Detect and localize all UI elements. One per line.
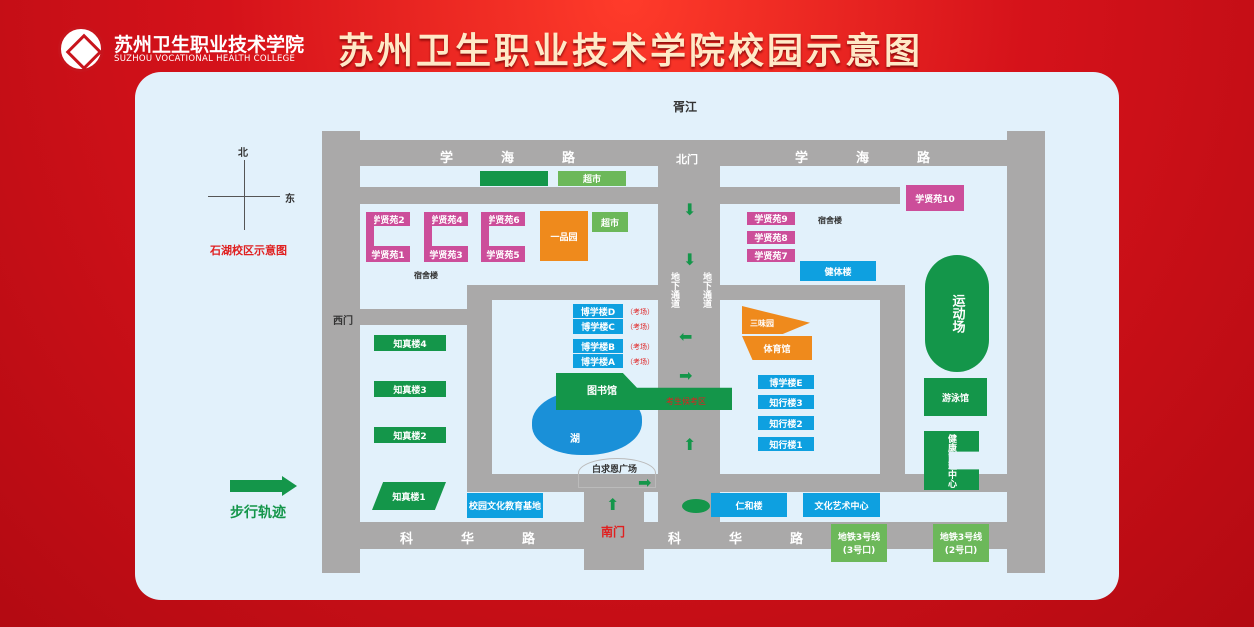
road-label-kehua-right: 科华路	[668, 532, 803, 547]
dorm-connector	[481, 212, 489, 262]
underpass-right: 地下通道	[701, 272, 711, 308]
road-west-branch	[360, 309, 470, 325]
compass-east: 东	[285, 194, 295, 205]
culture-base[interactable]: 校园文化教育基地	[467, 493, 543, 518]
campus-label: 石湖校区示意图	[210, 244, 287, 257]
zhizhen-2[interactable]: 知真楼2	[374, 427, 446, 443]
arrow-up-icon: ⬆	[683, 435, 697, 454]
dorm-7[interactable]: 学贤苑7	[747, 249, 795, 262]
road-inner-ne	[720, 285, 905, 300]
arrow-down-icon: ⬇	[683, 250, 697, 269]
boxue-b[interactable]: 博学楼B	[573, 339, 623, 353]
lake-label: 湖	[570, 434, 580, 445]
school-name-cn: 苏州卫生职业技术学院	[114, 34, 305, 56]
school-name-en: SUZHOU VOCATIONAL HEALTH COLLEGE	[114, 54, 296, 64]
dorm-3[interactable]: 学贤苑3	[424, 246, 468, 262]
plaza-label: 白求恩广场	[592, 465, 638, 475]
arrow-up-icon: ⬆	[606, 495, 620, 514]
river-label: 胥江	[673, 100, 698, 114]
metro-exit-3: 地铁3号线(3号口)	[831, 524, 887, 562]
supermarket-2[interactable]: 超市	[592, 212, 628, 232]
zhixing-2[interactable]: 知行楼2	[758, 416, 814, 430]
gymnasium[interactable]: 体育馆	[742, 336, 812, 360]
boxue-d[interactable]: 博学楼D	[573, 304, 623, 318]
compass-north: 北	[238, 148, 248, 159]
page-title: 苏州卫生职业技术学院校园示意图	[338, 31, 924, 72]
jianti-building[interactable]: 健体楼	[800, 261, 876, 281]
arts-center[interactable]: 文化艺术中心	[803, 493, 880, 517]
dorm-1[interactable]: 学贤苑1	[366, 246, 410, 262]
road-dorm	[360, 187, 658, 204]
green-oval	[682, 499, 710, 513]
boxue-c[interactable]: 博学楼C	[573, 319, 623, 334]
road-east	[1007, 131, 1045, 573]
compass-ns	[244, 160, 245, 230]
plaza-outline	[578, 458, 656, 488]
exam-tag: （考场）	[626, 323, 654, 331]
dorm-6[interactable]: 学贤苑6	[481, 212, 525, 226]
road-label-kehua: 科华路	[400, 532, 535, 547]
arrow-down-icon: ⬇	[683, 200, 697, 219]
road-south-gate	[584, 490, 644, 570]
dorm-label: 宿舍楼	[414, 271, 438, 280]
dorm-label-right: 宿舍楼	[818, 216, 842, 225]
south-gate: 南门	[601, 525, 626, 539]
arrow-left-icon: ⬅	[679, 327, 693, 346]
underpass-left: 地下通道	[669, 272, 679, 308]
swimming-pool[interactable]: 游泳馆	[924, 378, 987, 416]
metro-exit-2: 地铁3号线(2号口)	[933, 524, 989, 562]
west-gate: 西门	[333, 316, 353, 327]
road-central	[658, 140, 720, 530]
zhixing-1[interactable]: 知行楼1	[758, 437, 814, 451]
library-label: 图书馆	[587, 386, 617, 397]
road-dorm-right	[720, 187, 900, 204]
dorm-10[interactable]: 学贤苑10	[906, 185, 964, 211]
north-gate: 北门	[676, 153, 698, 166]
dorm-5[interactable]: 学贤苑5	[481, 246, 525, 262]
exam-tag: （考场）	[626, 343, 654, 351]
zhizhen-3[interactable]: 知真楼3	[374, 381, 446, 397]
legend-arrow-icon	[230, 480, 284, 492]
dorm-4[interactable]: 学贤苑4	[424, 212, 468, 226]
road-west	[322, 131, 360, 573]
boxue-a[interactable]: 博学楼A	[573, 354, 623, 368]
renhe-building[interactable]: 仁和楼	[711, 493, 787, 517]
school-logo	[58, 26, 104, 72]
zhizhen-4[interactable]: 知真楼4	[374, 335, 446, 351]
dorm-2[interactable]: 学贤苑2	[366, 212, 410, 226]
legend-arrow-head-icon	[282, 476, 297, 496]
road-inner-w	[467, 285, 492, 491]
boxue-e[interactable]: 博学楼E	[758, 375, 814, 389]
dorm-8[interactable]: 学贤苑8	[747, 231, 795, 244]
zhixing-3[interactable]: 知行楼3	[758, 395, 814, 409]
exam-tag: （考场）	[626, 308, 654, 316]
arrow-right-icon: ➡	[638, 473, 652, 492]
road-label-xuehai: 学海路	[440, 151, 575, 166]
exam-tag: （考场）	[626, 358, 654, 366]
green-strip	[480, 171, 548, 186]
road-label-xuehai-right: 学海路	[795, 151, 930, 166]
sanwei-label: 三味园	[750, 319, 774, 328]
dorm-9[interactable]: 学贤苑9	[747, 212, 795, 225]
arrow-right-icon: ➡	[679, 366, 693, 385]
stadium[interactable]: 运动场	[925, 255, 989, 372]
dorm-connector	[366, 212, 374, 262]
waiting-area-label: 考生候考区	[666, 397, 706, 406]
legend-label: 步行轨迹	[230, 505, 286, 521]
supermarket[interactable]: 超市	[558, 171, 626, 186]
zhizhen-1[interactable]: 知真楼1	[372, 482, 446, 510]
road-inner-e	[880, 285, 905, 491]
dorm-connector	[424, 212, 432, 262]
yipin-canteen[interactable]: 一品园	[540, 211, 588, 261]
road-inner-n	[467, 285, 658, 300]
compass-ew	[208, 196, 280, 197]
